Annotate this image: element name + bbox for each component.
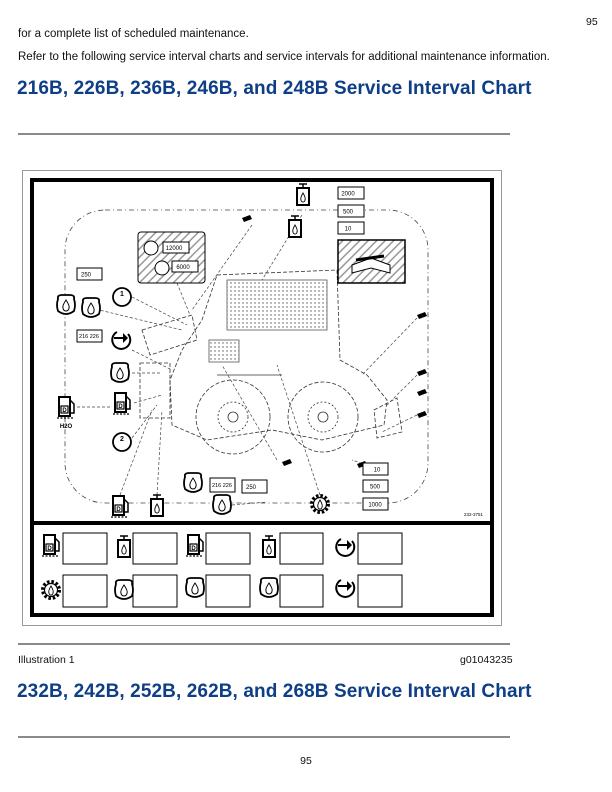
- svg-text:1: 1: [120, 291, 124, 298]
- hydraulic-filter-icon: [262, 535, 276, 558]
- graphic-id: g01043235: [460, 654, 513, 666]
- hydraulic-tank-icon: [117, 535, 131, 558]
- gear-oil-icon: [310, 494, 330, 514]
- hydraulic-tank-icon: [150, 494, 164, 517]
- operation-manual-icon: [337, 239, 406, 284]
- oil-drain-icon: [110, 362, 130, 383]
- section-1-title: 216B, 226B, 236B, 246B, and 248B Service…: [17, 78, 532, 99]
- divider: [18, 133, 510, 135]
- gear-oil-icon: [41, 580, 61, 600]
- header-page-number: 95: [586, 16, 598, 28]
- divider: [18, 643, 510, 645]
- engine-oil-filter-icon: [81, 297, 101, 318]
- interval-label: 250: [81, 273, 92, 279]
- footer-page-number: 95: [300, 755, 312, 767]
- svg-text:2: 2: [120, 436, 124, 443]
- chart-border: [30, 178, 494, 617]
- grease-gun-icons: [242, 215, 427, 468]
- rear-wheel: [195, 379, 271, 455]
- engine-oil-icon: [114, 579, 134, 600]
- interval-label: 216 226: [79, 334, 99, 340]
- front-wheel: [287, 381, 359, 453]
- interval-label: 500: [343, 210, 354, 216]
- engine-oil-icon: [56, 294, 76, 315]
- interval-label: 6000: [176, 265, 190, 271]
- coolant-icon: [259, 577, 279, 598]
- oil-icon: [212, 494, 232, 515]
- interval-label: 10: [345, 227, 352, 233]
- interval-label: 10: [374, 468, 381, 474]
- intro-line-1: for a complete list of scheduled mainten…: [18, 28, 249, 40]
- section-2-title: 232B, 242B, 252B, 262B, and 268B Service…: [17, 681, 532, 702]
- interval-labels-top-right: 2000 500 10: [337, 186, 365, 235]
- skid-steer-loader-drawing: [139, 269, 403, 441]
- leader-lines: [77, 214, 418, 506]
- interval-label: 216 226: [212, 483, 232, 489]
- interval-label: 1000: [368, 503, 382, 509]
- interval-label: 250: [246, 485, 257, 491]
- divider: [18, 736, 510, 738]
- service-points-outline: [64, 209, 429, 504]
- service-interval-chart-illustration: D: [22, 170, 502, 626]
- hydraulic-tank-icon: [296, 183, 310, 206]
- hydraulic-tank-icon: [288, 215, 302, 238]
- coolant-interval-panel: 12000 6000: [137, 231, 206, 284]
- intro-line-2: Refer to the following service interval …: [18, 51, 550, 63]
- engine-oil-filter-icon: [183, 472, 203, 493]
- interval-label: 12000: [166, 246, 183, 252]
- h2o-label: H2O: [60, 424, 73, 430]
- interval-labels-bottom-right: 10 500 1000: [362, 462, 389, 511]
- interval-label: 500: [370, 485, 381, 491]
- coolant-2-icon: 2: [112, 432, 132, 452]
- illustration-caption: Illustration 1: [18, 654, 75, 666]
- service-record-grid: [41, 532, 403, 608]
- interval-label: 2000: [341, 192, 355, 198]
- drawing-code: 232-3751: [464, 512, 484, 517]
- engine-oil-filter-icon: [185, 577, 205, 598]
- coolant-1-icon: 1: [112, 287, 132, 307]
